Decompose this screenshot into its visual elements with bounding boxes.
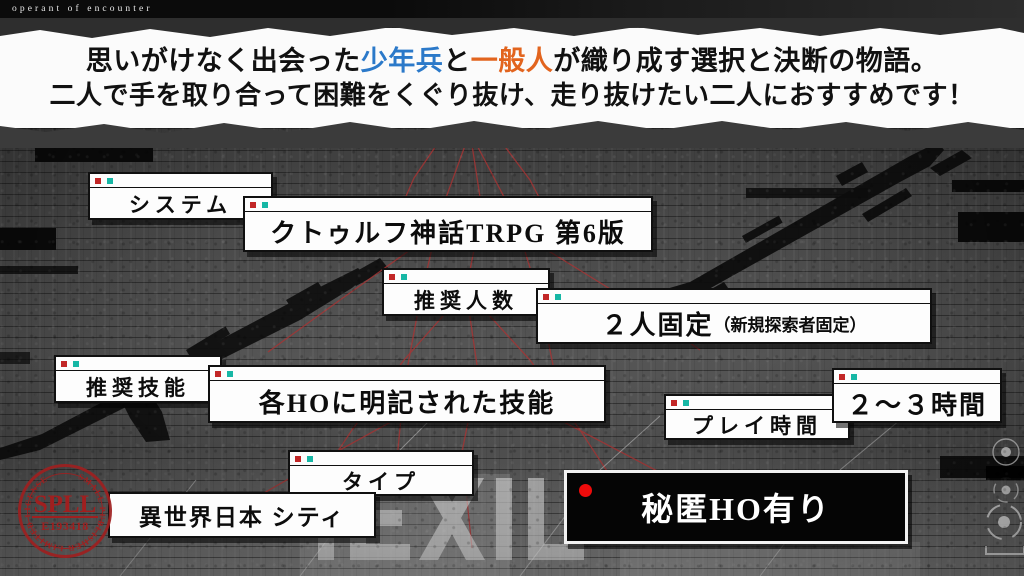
header-bar: operant of encounter — [0, 0, 1024, 18]
tagline-highlight-blue: 少年兵 — [360, 46, 444, 76]
highlight-text: 秘匿HO有り — [641, 491, 831, 527]
spll-license-stamp: SMALL PUBLISHER LIMITED LICENSE SPLL E19… — [18, 464, 112, 558]
info-value-system: クトゥルフ神話TRPG 第6版 — [243, 196, 653, 252]
info-value-playtime: ２〜３時間 — [832, 368, 1002, 423]
info-label-playtime: プレイ時間 — [664, 394, 850, 440]
red-square-icon — [95, 177, 101, 184]
red-square-icon — [839, 373, 845, 380]
box-titlebar — [56, 357, 220, 371]
box-titlebar — [666, 396, 848, 410]
info-label-skills: 推奨技能 — [54, 355, 222, 403]
tagline-band — [0, 28, 1024, 128]
tagline-line-2: 二人で手を取り合って困難をくぐり抜け、走り抜けたい二人におすすめです！ — [49, 80, 975, 110]
teal-square-icon — [107, 177, 113, 184]
teal-square-icon — [73, 360, 79, 367]
teal-square-icon — [401, 273, 407, 280]
teal-square-icon — [555, 293, 561, 300]
tagline-part-c: が織り成す選択と決断の物語。 — [553, 46, 939, 76]
red-square-icon — [61, 360, 67, 367]
info-label-text: 推奨人数 — [414, 288, 518, 313]
redaction-block — [952, 180, 1024, 192]
info-value-main: ２人固定 — [601, 311, 714, 340]
info-value-text: ２〜３時間 — [846, 390, 987, 420]
red-square-icon — [389, 273, 395, 280]
teal-square-icon — [227, 370, 233, 377]
stamp-main-text: SPLL — [33, 491, 97, 518]
info-label-player-count: 推奨人数 — [382, 268, 550, 316]
highlight-box-secret-ho: 秘匿HO有り — [564, 470, 908, 544]
box-titlebar — [384, 270, 548, 284]
info-label-text: 推奨技能 — [86, 375, 190, 400]
stamp-inner-ring — [27, 473, 103, 549]
stamp-code-text: E193418 — [41, 519, 89, 533]
stamp-ring-text: SMALL PUBLISHER LIMITED LICENSE — [23, 472, 106, 553]
info-value-text: 異世界日本 シティ — [138, 505, 346, 530]
tagline-part-a: 思いがけなく出会った — [85, 46, 361, 76]
texture-patch — [620, 542, 920, 576]
tagline-highlight-orange: 一般人 — [470, 46, 554, 76]
info-value-type: 異世界日本 シティ — [108, 492, 376, 538]
stamp-divider — [32, 516, 98, 518]
redaction-block — [958, 212, 1024, 242]
tagline: 思いがけなく出会った少年兵と一般人が織り成す選択と決断の物語。 二人で手を取り合… — [0, 44, 1024, 112]
box-titlebar — [245, 198, 651, 212]
info-label-type: タイプ — [288, 450, 474, 496]
teal-square-icon — [851, 373, 857, 380]
redaction-block — [0, 228, 56, 250]
header-title: operant of encounter — [12, 4, 153, 14]
teal-square-icon — [307, 455, 313, 462]
stamp-outer-ring — [18, 464, 112, 558]
info-label-text: タイプ — [342, 469, 420, 494]
info-value-player-count: ２人固定（新規探索者固定） — [536, 288, 932, 344]
box-titlebar — [538, 290, 930, 304]
info-value-text: 各HOに明記された技能 — [258, 389, 556, 418]
box-titlebar — [834, 370, 1000, 384]
info-label-system: システム — [88, 172, 273, 220]
teal-square-icon — [683, 399, 689, 406]
red-square-icon — [295, 455, 301, 462]
box-titlebar — [90, 174, 271, 188]
red-square-icon — [543, 293, 549, 300]
info-value-skills: 各HOに明記された技能 — [208, 365, 606, 423]
teal-square-icon — [262, 201, 268, 208]
red-square-icon — [250, 201, 256, 208]
red-circle-icon — [579, 484, 592, 497]
box-titlebar — [290, 452, 472, 466]
info-value-text: ２人固定（新規探索者固定） — [538, 304, 930, 343]
info-label-text: システム — [128, 192, 233, 217]
red-square-icon — [671, 399, 677, 406]
box-titlebar — [210, 367, 604, 381]
info-value-note: （新規探索者固定） — [713, 316, 867, 335]
tagline-line-1: 思いがけなく出会った少年兵と一般人が織り成す選択と決断の物語。 — [0, 44, 1024, 79]
tagline-part-b: と — [443, 46, 471, 76]
info-value-text: クトゥルフ神話TRPG 第6版 — [270, 219, 626, 248]
red-square-icon — [215, 370, 221, 377]
info-label-text: プレイ時間 — [692, 413, 822, 438]
redaction-block — [35, 146, 153, 162]
